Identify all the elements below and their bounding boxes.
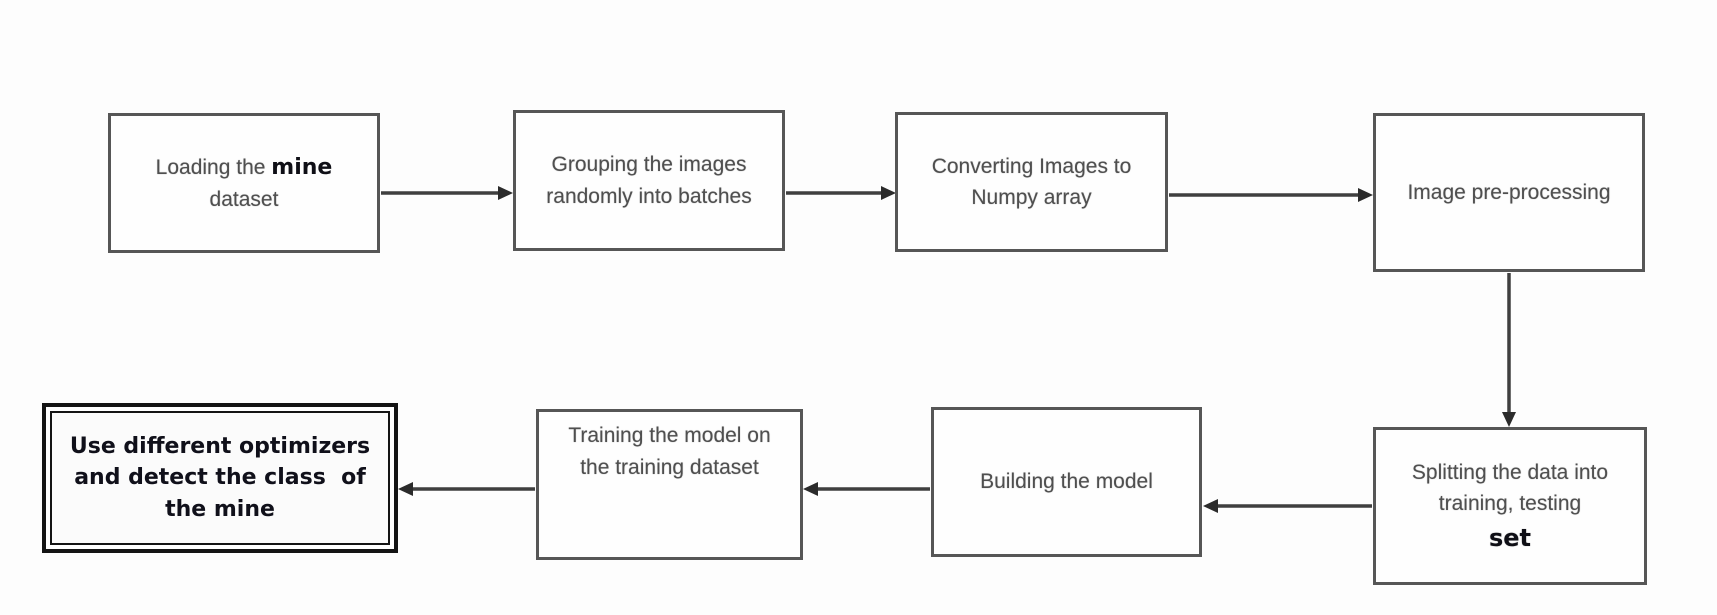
box-label-line: Loading the mine bbox=[156, 151, 333, 184]
arrow-preprocessing-to-splitting bbox=[1502, 273, 1516, 427]
box-label-line: Converting Images to bbox=[931, 154, 1132, 178]
box-label-line: Image pre-processing bbox=[1407, 180, 1611, 204]
box-label-line: Numpy array bbox=[971, 186, 1092, 209]
box-label-line: Splitting the data into bbox=[1411, 460, 1609, 484]
box-label-line: dataset bbox=[209, 187, 279, 211]
arrow-training-to-optimizers bbox=[398, 482, 535, 496]
box-label-line: and detect the class of bbox=[74, 465, 366, 491]
arrow-loading-to-grouping bbox=[381, 186, 513, 200]
box-label-line: training, testing bbox=[1438, 492, 1582, 515]
process-box-loading-dataset: Loading the mine dataset bbox=[108, 113, 380, 253]
box-label-line: Building the model bbox=[980, 470, 1153, 494]
arrow-splitting-to-building bbox=[1203, 499, 1372, 513]
box-label-line: Grouping the images bbox=[551, 153, 747, 176]
box-label-text: Loading the bbox=[155, 155, 266, 179]
process-box-converting-images: Converting Images to Numpy array bbox=[895, 112, 1168, 252]
process-box-splitting-data: Splitting the data into training, testin… bbox=[1373, 427, 1647, 585]
box-label-line: the mine bbox=[165, 496, 275, 522]
arrow-converting-to-preprocessing bbox=[1169, 188, 1373, 202]
box-label-line: Use different optimizers bbox=[69, 434, 371, 460]
arrow-building-to-training bbox=[803, 482, 930, 496]
box-label-line: the training dataset bbox=[580, 455, 759, 479]
process-box-building-model: Building the model bbox=[931, 407, 1202, 557]
process-box-grouping-images: Grouping the images randomly into batche… bbox=[513, 110, 785, 251]
terminal-box-use-optimizers-detect-class: Use different optimizers and detect the … bbox=[42, 403, 398, 553]
arrow-grouping-to-converting bbox=[786, 186, 896, 200]
box-label-line: randomly into batches bbox=[546, 184, 752, 208]
box-label-edited-text: set bbox=[1488, 523, 1532, 552]
box-label-edited-text: mine bbox=[271, 154, 333, 180]
process-box-training-model: Training the model on the training datas… bbox=[536, 409, 803, 560]
box-label-line: Training the model on bbox=[568, 424, 771, 447]
process-box-image-preprocessing: Image pre-processing bbox=[1373, 113, 1645, 272]
